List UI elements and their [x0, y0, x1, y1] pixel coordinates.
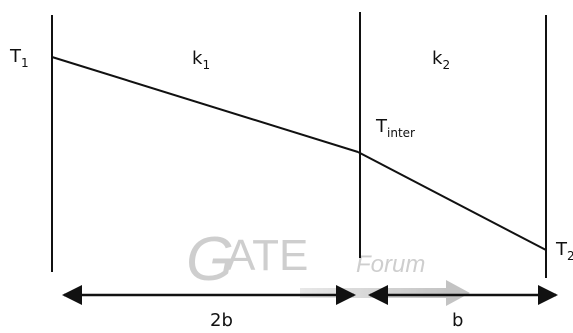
label-k2: k2: [432, 48, 450, 72]
label-t1: T1: [9, 46, 29, 70]
label-t2: T2: [555, 239, 573, 263]
dimension-label-2b: 2b: [210, 310, 233, 331]
label-t-inter: Tinter: [375, 116, 415, 140]
watermark-forum: Forum: [356, 251, 425, 278]
watermark-bar: [300, 288, 450, 298]
watermark-arrowhead: [446, 280, 470, 306]
temperature-profile-layer1: [51, 56, 359, 153]
label-k1: k1: [192, 48, 210, 72]
watermark-ate: ATE: [226, 231, 308, 280]
watermark-letter-g: G: [186, 225, 234, 294]
dimension-label-b: b: [452, 310, 463, 331]
temperature-profile-layer2: [357, 151, 547, 251]
